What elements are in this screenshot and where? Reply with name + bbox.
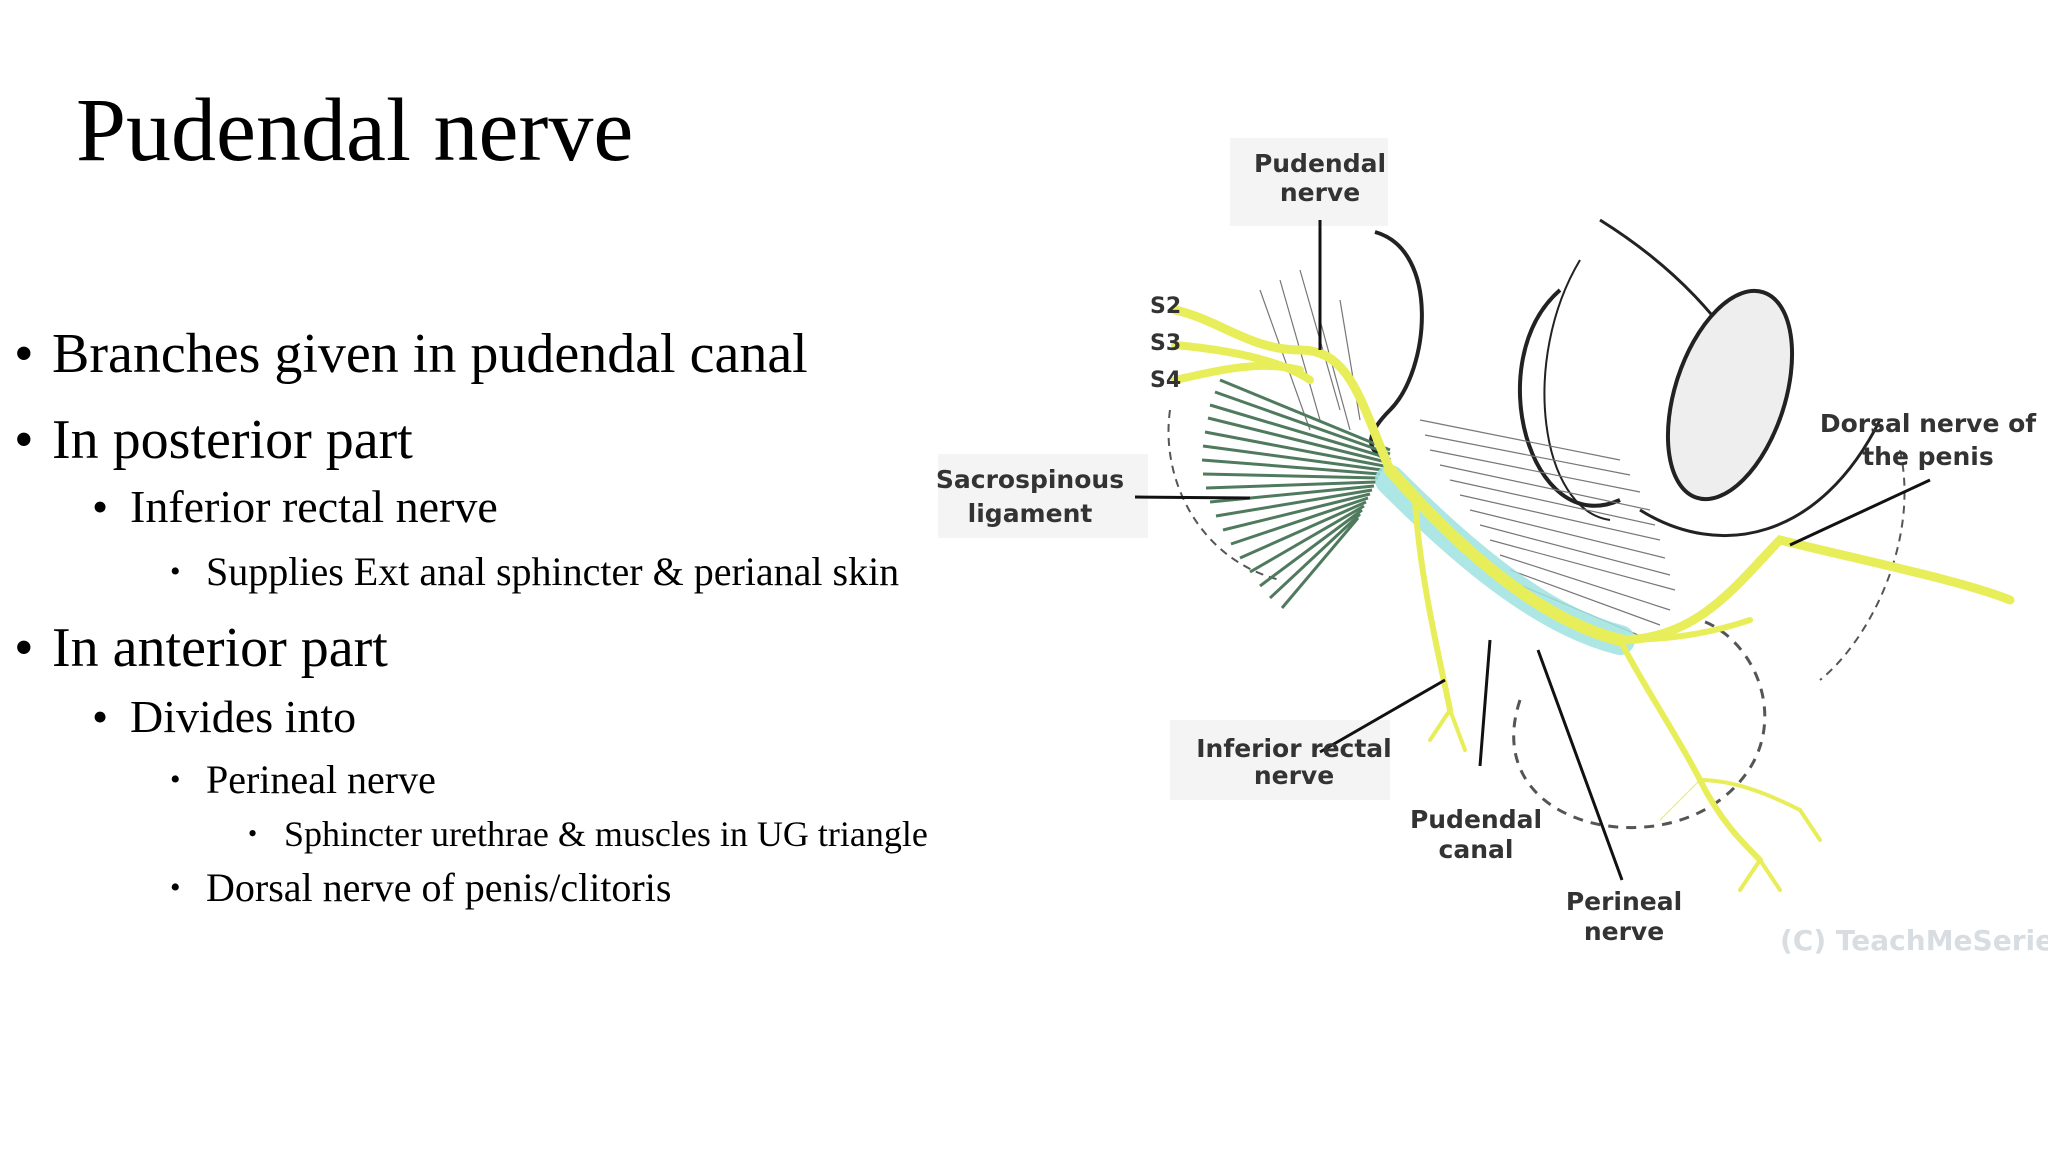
- bullet-text: Branches given in pudendal canal: [52, 323, 808, 385]
- label-sacrospinous-ligament: Sacrospinous: [936, 465, 1124, 494]
- bullet-text: Sphincter urethrae & muscles in UG trian…: [284, 814, 928, 854]
- bullet-glyph: •: [92, 691, 109, 742]
- bullet-item: • Branches given in pudendal canal: [14, 326, 808, 382]
- bullet-item: • Supplies Ext anal sphincter & perianal …: [170, 552, 899, 592]
- label-sacrospinous-ligament: ligament: [968, 499, 1093, 528]
- bullet-glyph: •: [92, 481, 109, 532]
- label-perineal-nerve: nerve: [1584, 917, 1664, 946]
- label-patch: [1230, 138, 1388, 226]
- bullet-text: In anterior part: [52, 617, 388, 679]
- pelvic-outline: [1543, 259, 1611, 521]
- pelvic-outline: [1639, 419, 1882, 537]
- bullet-text: Divides into: [130, 691, 357, 742]
- bullet-glyph: •: [14, 409, 34, 471]
- pelvic-outline: [1517, 288, 1621, 508]
- bullet-item: • In posterior part: [14, 412, 413, 468]
- bullet-list: • Branches given in pudendal canal • In po…: [0, 0, 1000, 1152]
- leader-lines: [1134, 220, 1931, 881]
- dashed-outline: [1819, 449, 1906, 681]
- bullet-text: Supplies Ext anal sphincter & perianal s…: [206, 549, 900, 594]
- bullet-item: • Sphincter urethrae & muscles in UG tria…: [248, 816, 928, 852]
- bullet-text: Dorsal nerve of penis/clitoris: [206, 865, 672, 910]
- dashed-outline: [1512, 618, 1767, 830]
- label-perineal-nerve: Perineal: [1566, 887, 1682, 916]
- anatomy-diagram: Pudendal nerve S2 S3 S4 Sacrospinous lig…: [920, 120, 2048, 980]
- bullet-item: • Divides into: [92, 694, 356, 740]
- label-s2: S2: [1150, 294, 1181, 319]
- label-s3: S3: [1150, 331, 1181, 356]
- label-inferior-rectal-nerve: Inferior rectal: [1196, 734, 1392, 763]
- bullet-text: Perineal nerve: [206, 757, 436, 802]
- bullet-item: • In anterior part: [14, 620, 388, 676]
- bullet-item: • Dorsal nerve of penis/clitoris: [170, 868, 671, 908]
- label-dorsal-nerve: Dorsal nerve of: [1820, 409, 2037, 438]
- bullet-glyph: •: [170, 763, 181, 796]
- label-dorsal-nerve: the penis: [1862, 442, 1994, 471]
- label-pudendal-nerve: nerve: [1280, 178, 1360, 207]
- copyright-watermark: (C) TeachMeSeries: [1780, 924, 2048, 957]
- bullet-glyph: •: [14, 617, 34, 679]
- bullet-item: • Perineal nerve: [170, 760, 436, 800]
- bullet-text: In posterior part: [52, 409, 413, 471]
- bullet-glyph: •: [170, 871, 181, 904]
- label-patch: [938, 454, 1148, 538]
- pelvic-outline: [1369, 230, 1424, 462]
- bullet-glyph: •: [248, 819, 258, 848]
- label-inferior-rectal-nerve: nerve: [1254, 761, 1334, 790]
- pudendal-nerve-illustration: Pudendal nerve S2 S3 S4 Sacrospinous lig…: [936, 138, 2048, 957]
- label-pudendal-nerve: Pudendal: [1254, 149, 1386, 178]
- bullet-text: Inferior rectal nerve: [130, 481, 498, 532]
- bullet-glyph: •: [14, 323, 34, 385]
- sacrospinous-ligament: [1201, 378, 1391, 609]
- bullet-item: • Inferior rectal nerve: [92, 484, 498, 530]
- pudendal-nerve-paths: [1170, 305, 2015, 892]
- bullet-glyph: •: [170, 555, 181, 588]
- pelvic-section: [1665, 288, 1795, 502]
- label-pudendal-canal: Pudendal: [1410, 805, 1542, 834]
- label-s4: S4: [1150, 368, 1181, 393]
- label-pudendal-canal: canal: [1439, 835, 1514, 864]
- slide-title: Pudendal nerve: [76, 81, 634, 180]
